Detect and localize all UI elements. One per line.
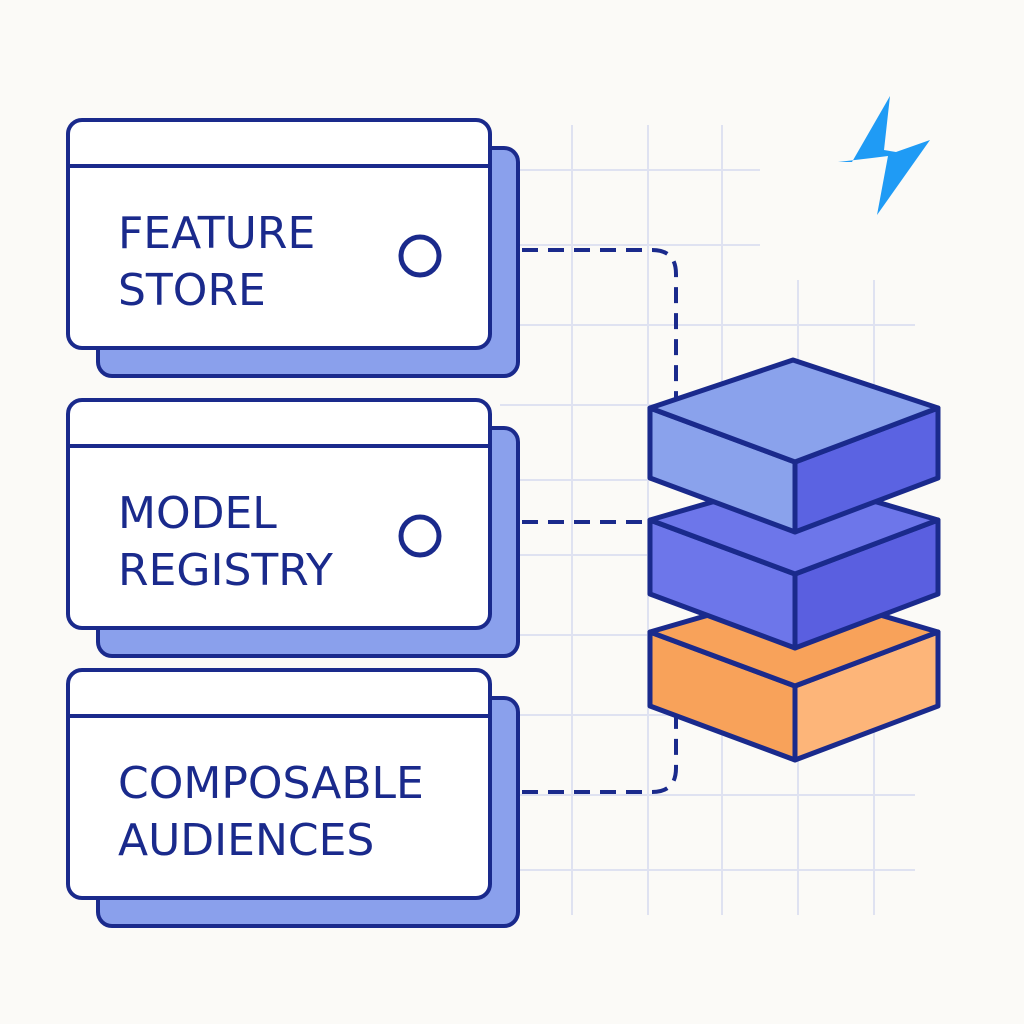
- card-body: [66, 398, 492, 630]
- card-title-line-1: MODEL: [118, 488, 277, 539]
- card-composable-audiences: COMPOSABLE AUDIENCES: [66, 668, 520, 928]
- card-title-line-2: STORE: [118, 265, 266, 316]
- card-model-registry: MODEL REGISTRY: [66, 398, 520, 658]
- stack-layer-top: [647, 357, 941, 535]
- connectors: [522, 248, 678, 794]
- card-title-line-2: AUDIENCES: [118, 815, 374, 866]
- card-body: [66, 668, 492, 900]
- cards: FEATURE STORE MODEL REGISTRY COMPOSABLE AUDIE…: [66, 118, 520, 928]
- card-feature-store: FEATURE STORE: [66, 118, 520, 378]
- card-title-line-1: COMPOSABLE: [118, 758, 424, 809]
- stack-layer-top-top-face: [647, 357, 941, 465]
- connector-feature-store: [522, 248, 678, 400]
- status-indicator-icon: [398, 514, 442, 558]
- status-indicator-icon: [398, 234, 442, 278]
- layer-stack: [647, 357, 941, 763]
- card-title-line-1: FEATURE: [118, 208, 315, 259]
- card-body: [66, 118, 492, 350]
- lightning-bolt-icon: [838, 96, 930, 215]
- connector-composable-audiences: [522, 710, 678, 794]
- card-title-line-2: REGISTRY: [118, 545, 333, 596]
